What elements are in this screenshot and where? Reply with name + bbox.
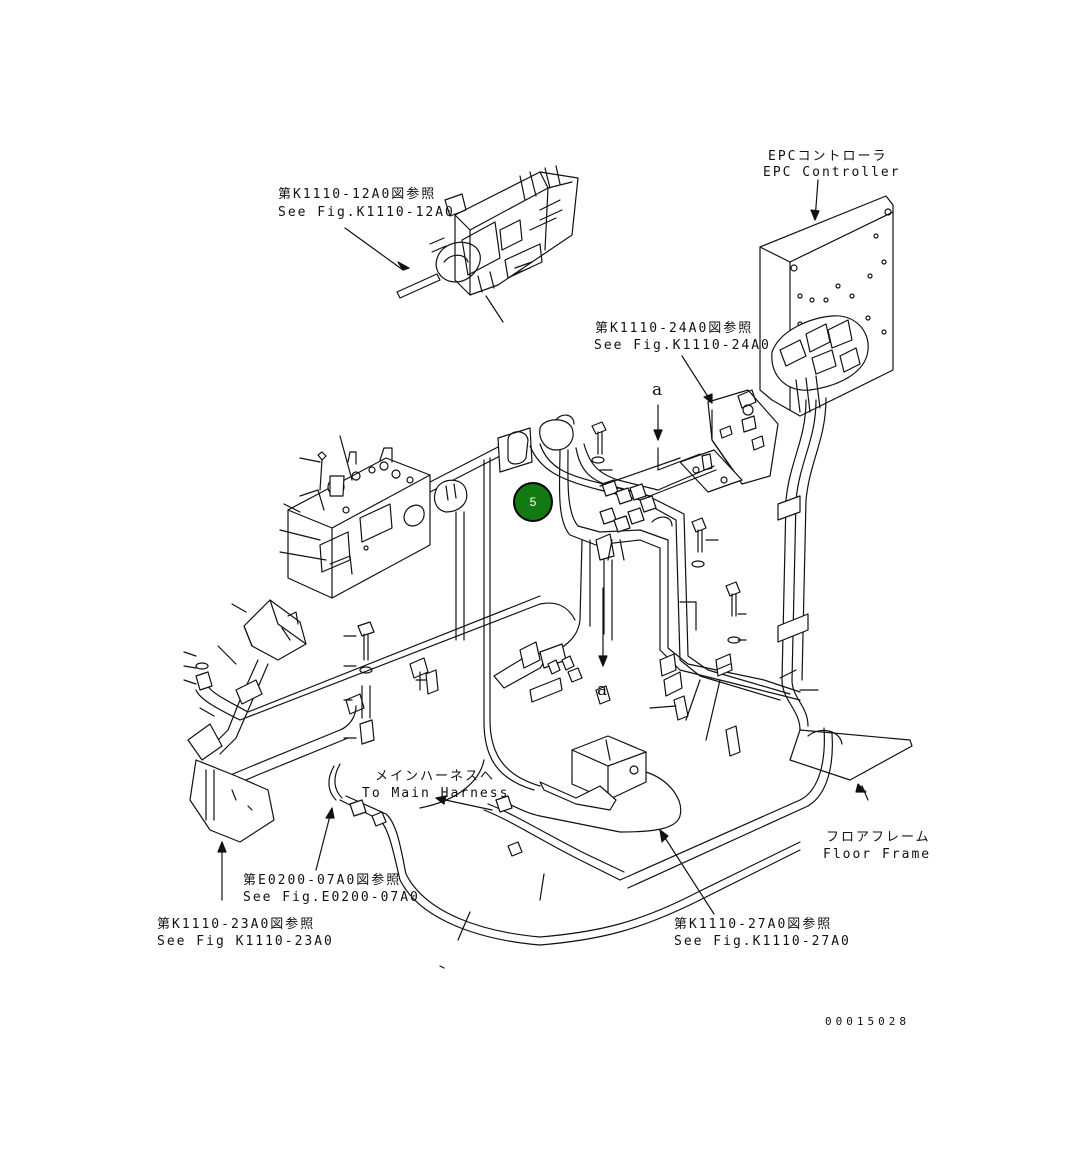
ref-k1110-27a0-jp[interactable]: 第K1110-27A0図参照 (674, 917, 833, 932)
ref-e0200-07a0-jp[interactable]: 第E0200-07A0図参照 (243, 873, 402, 888)
ref-k1110-27a0-en[interactable]: See Fig.K1110-27A0 (674, 934, 851, 949)
document-number: 00015028 (825, 1015, 910, 1028)
ref-k1110-24a0-jp[interactable]: 第K1110-24A0図参照 (595, 321, 754, 336)
floor-frame (789, 729, 913, 781)
main-harness-label-en: To Main Harness (362, 786, 510, 801)
epc-controller-label-jp: EPCコントローラ (768, 149, 888, 164)
ref-k1110-23a0-jp[interactable]: 第K1110-23A0図参照 (157, 917, 316, 932)
epc-controller (759, 195, 894, 417)
left-panel-box (287, 447, 431, 599)
leader-12a0 (344, 227, 404, 271)
pedal-assembly (187, 599, 307, 843)
bolts-left (195, 621, 439, 745)
view-a-label-top: a (652, 380, 663, 400)
ref-k1110-12a0-jp[interactable]: 第K1110-12A0図参照 (278, 187, 437, 202)
bolts-right (591, 421, 741, 757)
lower-controller-box (539, 735, 647, 811)
epc-cable-1 (781, 399, 807, 731)
ref-k1110-24a0-en[interactable]: See Fig.K1110-24A0 (594, 338, 771, 353)
relay-bracket (679, 389, 779, 493)
part-callout-5[interactable]: 5 (513, 482, 553, 522)
ref-k1110-12a0-en[interactable]: See Fig.K1110-12A0 (278, 205, 455, 220)
ref-k1110-23a0-en[interactable]: See Fig K1110-23A0 (157, 934, 334, 949)
floor-frame-label-en: Floor Frame (823, 847, 932, 862)
main-harness-label-jp: メインハーネスへ (375, 769, 496, 784)
view-a-label-mid: a (597, 680, 608, 700)
leader-24a0 (681, 355, 713, 404)
cable-to-box (495, 771, 682, 833)
top-switch-assembly (396, 165, 579, 323)
floor-frame-label-jp: フロアフレーム (826, 830, 931, 845)
ref-e0200-07a0-en[interactable]: See Fig.E0200-07A0 (243, 890, 420, 905)
epc-controller-label-en: EPC Controller (763, 165, 901, 180)
